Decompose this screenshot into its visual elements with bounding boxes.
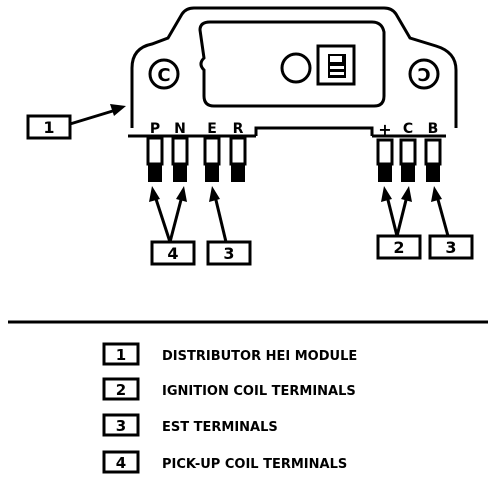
terminal-pin-c bbox=[399, 138, 417, 182]
callout-module: 1 bbox=[26, 104, 126, 140]
callout-module-number: 1 bbox=[43, 118, 54, 137]
legend-number: 4 bbox=[116, 454, 126, 472]
callout-ignition-coil-arrowhead-left bbox=[381, 186, 392, 202]
callout-est-right: 3 bbox=[428, 186, 474, 260]
callout-pickup-coil-number: 4 bbox=[167, 244, 178, 263]
callout-ignition-coil-leader-left bbox=[385, 195, 399, 237]
callout-est-left-leader bbox=[213, 195, 228, 243]
callout-ignition-coil: 2 bbox=[376, 186, 422, 260]
legend-number: 1 bbox=[116, 346, 126, 364]
terminal-label-p: P bbox=[150, 121, 160, 137]
callout-module-leader bbox=[69, 108, 117, 126]
module-inner-panel bbox=[198, 20, 386, 108]
terminal-labels: P N E R + C B bbox=[150, 120, 438, 139]
module-base-notch bbox=[254, 126, 374, 136]
callout-pickup-coil-arrowhead-right bbox=[176, 186, 187, 202]
callout-pickup-coil: 4 bbox=[149, 186, 196, 266]
terminal-label-r: R bbox=[233, 121, 244, 137]
legend-number: 2 bbox=[116, 381, 126, 399]
legend-row: 3 EST TERMINALS bbox=[102, 413, 278, 437]
legend-row: 2 IGNITION COIL TERMINALS bbox=[102, 377, 356, 401]
callout-ignition-coil-leader-right bbox=[395, 195, 409, 237]
terminal-label-c: C bbox=[403, 121, 413, 137]
legend-text: EST TERMINALS bbox=[162, 420, 278, 435]
legend-row: 4 PICK-UP COIL TERMINALS bbox=[102, 450, 347, 474]
terminal-pin-e bbox=[203, 136, 221, 182]
terminal-label-b: B bbox=[428, 121, 439, 137]
terminal-pin-r bbox=[229, 136, 247, 182]
terminal-pin-p bbox=[146, 136, 164, 182]
terminal-pin-b bbox=[424, 138, 442, 182]
terminal-label-plus: + bbox=[378, 120, 391, 139]
callout-est-left: 3 bbox=[206, 186, 252, 266]
callout-pickup-coil-leader-right bbox=[168, 195, 184, 243]
callout-pickup-coil-leader-left bbox=[153, 195, 172, 243]
terminal-label-e: E bbox=[207, 121, 217, 137]
legend-text: IGNITION COIL TERMINALS bbox=[162, 384, 356, 399]
module-body-outline bbox=[130, 6, 458, 128]
left-mounting-hole: C bbox=[148, 58, 180, 90]
callout-est-right-leader bbox=[435, 195, 450, 237]
right-mounting-hole: C bbox=[408, 58, 440, 90]
legend-text: PICK-UP COIL TERMINALS bbox=[162, 457, 347, 472]
left-mount-symbol: C bbox=[157, 65, 170, 86]
callout-est-left-number: 3 bbox=[223, 244, 234, 263]
terminal-pin-n bbox=[171, 136, 189, 182]
legend: 1 DISTRIBUTOR HEI MODULE 2 IGNITION COIL… bbox=[102, 342, 357, 474]
legend-row: 1 DISTRIBUTOR HEI MODULE bbox=[102, 342, 357, 366]
callout-ignition-coil-number: 2 bbox=[393, 238, 404, 257]
terminal-label-n: N bbox=[174, 121, 186, 137]
callout-module-arrowhead bbox=[110, 104, 126, 116]
module-housing: C C bbox=[128, 6, 458, 138]
right-mount-symbol: C bbox=[417, 65, 430, 86]
terminal-pin-plus bbox=[376, 138, 394, 182]
module-round-socket bbox=[280, 52, 312, 84]
callout-est-right-number: 3 bbox=[445, 238, 456, 257]
callout-est-right-arrowhead bbox=[431, 186, 442, 202]
module-square-connector bbox=[316, 44, 356, 86]
legend-number: 3 bbox=[116, 417, 126, 435]
callout-pickup-coil-arrowhead-left bbox=[149, 186, 160, 202]
callout-est-left-arrowhead bbox=[209, 186, 220, 202]
terminal-pins bbox=[146, 136, 442, 182]
callout-ignition-coil-arrowhead-right bbox=[401, 186, 412, 202]
legend-text: DISTRIBUTOR HEI MODULE bbox=[162, 349, 357, 364]
